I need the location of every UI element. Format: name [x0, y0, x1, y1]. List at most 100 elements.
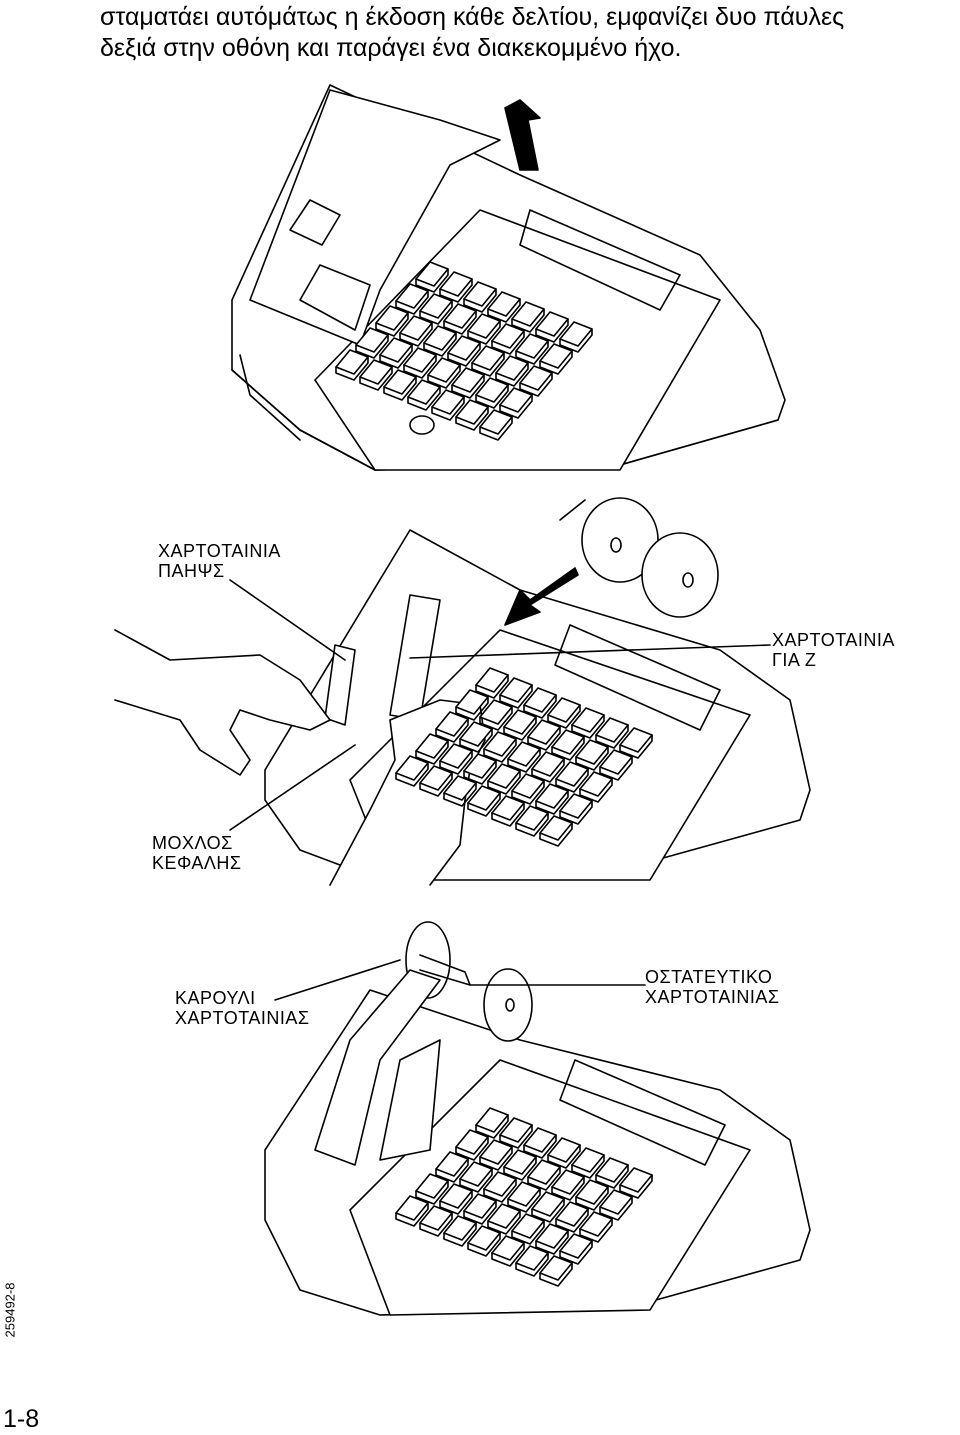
key	[515, 1245, 549, 1271]
key-side	[427, 364, 461, 389]
key	[555, 761, 589, 787]
key-side	[619, 1174, 653, 1199]
key-side	[483, 1178, 517, 1203]
key-side	[447, 342, 481, 367]
key-side	[507, 748, 541, 773]
label-paper-reel-line-1: ΚΑΡΟΥΛΙ	[175, 988, 256, 1008]
key	[471, 345, 505, 371]
key	[547, 697, 581, 723]
key-side	[551, 1176, 585, 1201]
key-side	[443, 782, 477, 807]
key-side	[575, 1186, 609, 1211]
key	[599, 1189, 633, 1215]
key	[535, 783, 569, 809]
key-side	[443, 1222, 477, 1247]
key-side	[459, 728, 493, 753]
display-window-1	[519, 209, 681, 311]
key-side	[511, 1220, 545, 1245]
key	[619, 1167, 653, 1193]
key	[539, 343, 573, 369]
key-side	[395, 290, 429, 315]
key-side	[415, 268, 449, 293]
key-side	[455, 696, 489, 721]
key-side	[499, 1124, 533, 1149]
key-side	[435, 718, 469, 743]
key-side	[479, 1146, 513, 1171]
key-side	[431, 396, 465, 421]
key-side	[459, 1168, 493, 1193]
key-side	[443, 310, 477, 335]
display-window-3	[559, 1059, 726, 1166]
key-side	[407, 386, 441, 411]
key	[435, 711, 469, 737]
label-paper-retainer-line-1: ΟΣΤΑΤΕΥΤΙΚΟ	[645, 967, 773, 987]
key	[511, 301, 545, 327]
key	[531, 751, 565, 777]
key-side	[455, 406, 489, 431]
leader-z	[409, 644, 771, 659]
key	[527, 1159, 561, 1185]
key	[407, 379, 441, 405]
key	[575, 739, 609, 765]
key	[439, 743, 473, 769]
key-side	[487, 770, 521, 795]
key	[447, 335, 481, 361]
key	[535, 311, 569, 337]
key-side	[539, 350, 573, 375]
key	[455, 1129, 489, 1155]
label-head-lever: ΜΟΧΛΟΣ ΚΕΦΑΛΗΣ	[152, 833, 242, 873]
key	[487, 1203, 521, 1229]
key	[467, 785, 501, 811]
key-side	[359, 366, 393, 391]
key-side	[503, 1156, 537, 1181]
key-side	[559, 800, 593, 825]
key	[595, 717, 629, 743]
label-paper-reel-line-2: ΧΑΡΤΟΤΑΙΝΙΑΣ	[175, 1008, 310, 1028]
keys-3	[395, 1107, 653, 1287]
key	[571, 1147, 605, 1173]
key-side	[335, 356, 369, 381]
key	[479, 699, 513, 725]
key-side	[467, 320, 501, 345]
key-side	[503, 716, 537, 741]
key	[443, 303, 477, 329]
keys-2	[395, 667, 653, 847]
key	[415, 261, 449, 287]
key	[511, 773, 545, 799]
key-side	[539, 1262, 573, 1287]
label-journal-paper-line-1: ΧΑΡΤΟΤΑΙΝΙΑ	[158, 541, 281, 561]
key	[403, 347, 437, 373]
key-side	[475, 674, 509, 699]
key-side	[467, 1232, 501, 1257]
key	[419, 293, 453, 319]
key	[491, 323, 525, 349]
key-side	[495, 362, 529, 387]
key	[491, 795, 525, 821]
key	[483, 731, 517, 757]
key	[383, 369, 417, 395]
label-z-paper: ΧΑΡΤΟΤΑΙΝΙΑ ΓΙΑ Ζ	[772, 630, 895, 670]
intro-line-2: δεξιά στην οθόνη και παράγει ένα διακεκο…	[100, 34, 682, 62]
key-side	[435, 1158, 469, 1183]
key	[531, 1191, 565, 1217]
key-side	[523, 694, 557, 719]
key-side	[515, 1252, 549, 1277]
key	[559, 321, 593, 347]
key	[395, 755, 429, 781]
label-z-paper-line-2: ΓΙΑ Ζ	[772, 650, 817, 670]
key	[491, 1235, 525, 1261]
key-side	[579, 778, 613, 803]
key-side	[535, 318, 569, 343]
key	[455, 399, 489, 425]
figure-cover-open	[231, 84, 786, 471]
key	[463, 281, 497, 307]
key-side	[403, 354, 437, 379]
key	[499, 677, 533, 703]
key-side	[475, 384, 509, 409]
key-side	[599, 756, 633, 781]
key	[579, 771, 613, 797]
key-side	[415, 740, 449, 765]
key	[487, 763, 521, 789]
key-side	[419, 300, 453, 325]
